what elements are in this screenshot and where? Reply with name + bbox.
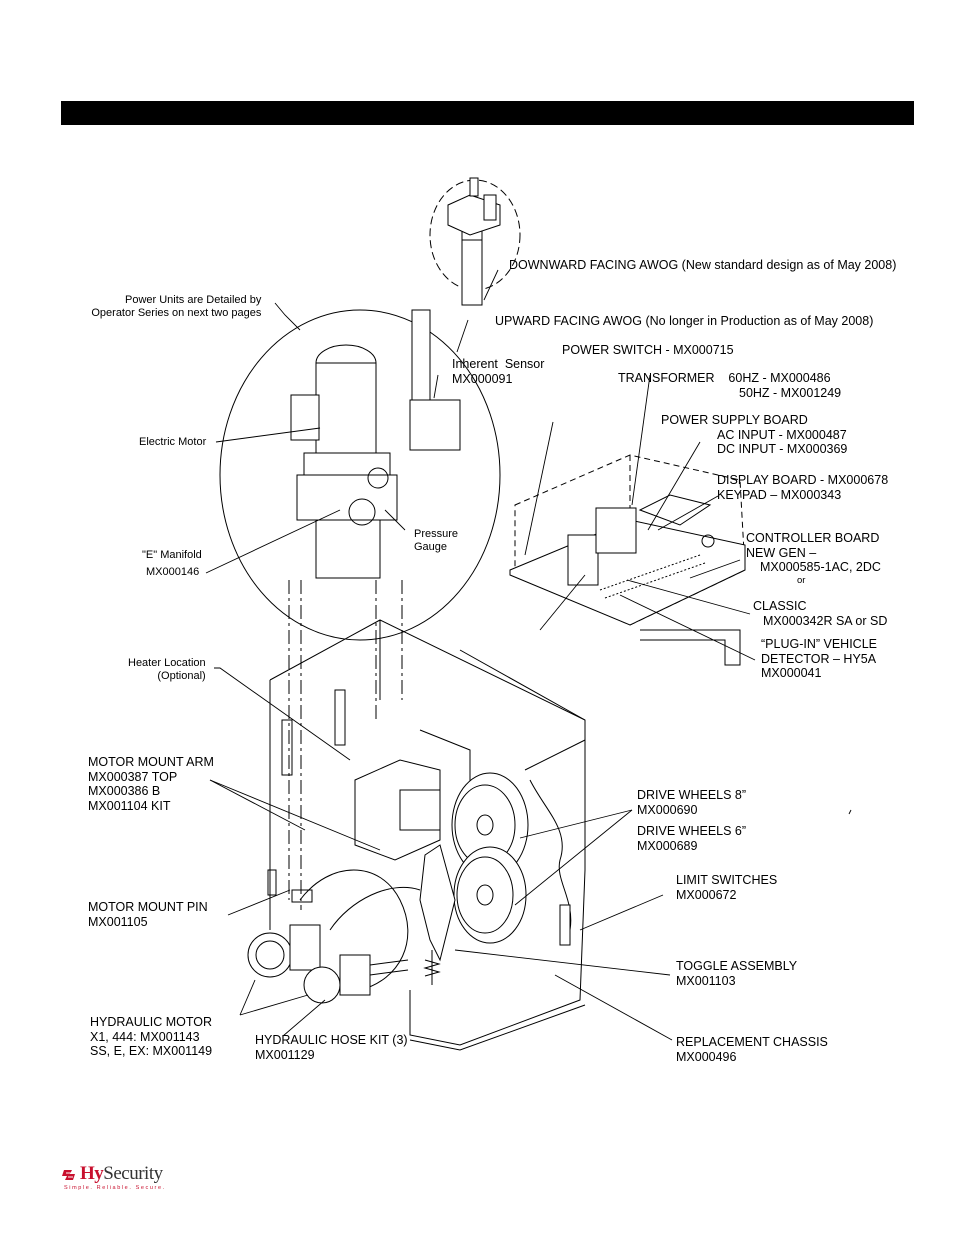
logo-wordmark: HySecurity [80, 1163, 163, 1184]
label-drive-wheels-6: DRIVE WHEELS 6”MX000689 [637, 824, 747, 853]
toggle-assembly [419, 844, 456, 985]
label-hydraulic-hose-kit: HYDRAULIC HOSE KIT (3)MX001129 [255, 1033, 408, 1062]
hydraulic-assembly [247, 869, 421, 1004]
logo-tagline: Simple. Reliable. Secure. [64, 1185, 166, 1191]
label-downward-awog: DOWNWARD FACING AWOG (New standard desig… [509, 258, 897, 272]
limit-switch [559, 904, 571, 946]
chassis-drawing [269, 619, 586, 1051]
label-drive-wheels-8: DRIVE WHEELS 8”MX000690 [637, 788, 747, 817]
header-bar [61, 101, 914, 125]
dashed-guide-lines [288, 580, 403, 910]
label-controller-or: or [797, 575, 806, 586]
controller-boards [509, 494, 746, 666]
drive-wheels [451, 772, 529, 944]
leader-lines [205, 269, 852, 1041]
hysecurity-logo: HySecurity Simple. Reliable. Secure. [62, 1163, 164, 1195]
downward-awog-drawing [429, 177, 521, 306]
label-electric-motor: Electric Motor [139, 436, 207, 448]
label-upward-awog: UPWARD FACING AWOG (No longer in Product… [495, 314, 874, 328]
label-power-switch: POWER SWITCH - MX000715 [562, 343, 734, 357]
power-unit-detail [219, 309, 501, 641]
logo-mark-icon [62, 1170, 75, 1180]
label-heater-location: Heater Location(Optional) [128, 657, 206, 682]
motor-mount-bracket [354, 729, 471, 861]
